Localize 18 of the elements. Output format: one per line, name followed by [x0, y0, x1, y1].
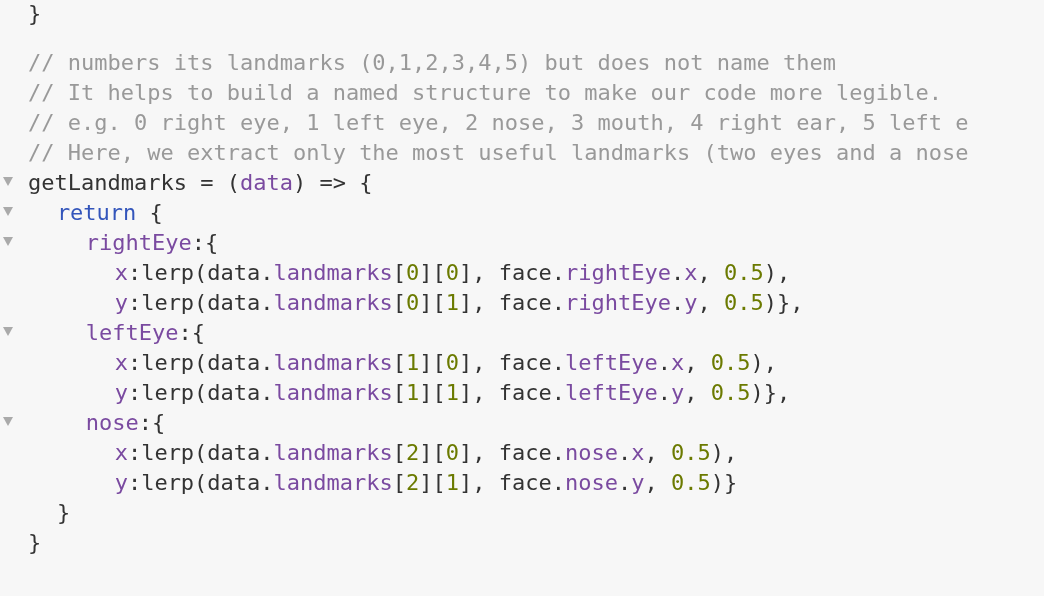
code-line: rightEye:{ — [85, 230, 219, 256]
code-comment: // e.g. 0 right eye, 1 left eye, 2 nose, 3 mouth, 4 right ear, 5 left e — [28, 110, 969, 136]
code-line: getLandmarks = (data) => { — [28, 170, 373, 196]
code-line: y:lerp(data.landmarks[1][1], face.leftEye.y, 0.5)}, — [114, 380, 791, 406]
code-line: nose:{ — [85, 410, 166, 436]
code-comment: // It helps to build a named structure to make our code more legible. — [28, 80, 942, 106]
code-line: } — [28, 1, 42, 27]
code-line: y:lerp(data.landmarks[2][1], face.nose.y, 0.5)} — [114, 470, 738, 496]
code-line: leftEye:{ — [85, 320, 205, 346]
code-comment: // Here, we extract only the most useful landmarks (two eyes and a nose — [28, 140, 969, 166]
code-line: return { — [56, 200, 163, 226]
code-line: x:lerp(data.landmarks[1][0], face.leftEye.x, 0.5), — [114, 350, 777, 376]
code-line: x:lerp(data.landmarks[2][0], face.nose.x, 0.5), — [114, 440, 738, 466]
code-line: y:lerp(data.landmarks[0][1], face.rightEye.y, 0.5)}, — [114, 290, 804, 316]
code-line: } — [28, 530, 42, 556]
code-line: } — [56, 500, 71, 526]
code-line: x:lerp(data.landmarks[0][0], face.rightEye.x, 0.5), — [114, 260, 791, 286]
code-comment: // numbers its landmarks (0,1,2,3,4,5) but does not name them — [28, 50, 836, 76]
